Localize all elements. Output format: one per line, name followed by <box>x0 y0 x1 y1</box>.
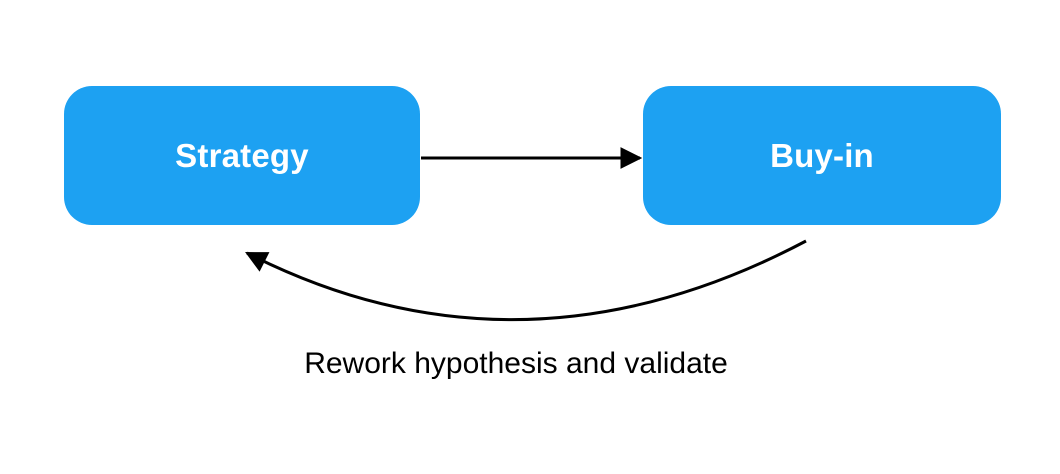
feedback-edge-label: Rework hypothesis and validate <box>304 347 728 380</box>
node-buy-in: Buy-in <box>643 86 1001 225</box>
node-strategy: Strategy <box>64 86 420 225</box>
arrow-buyin-to-strategy <box>245 239 807 322</box>
node-strategy-label: Strategy <box>175 136 309 174</box>
node-buy-in-label: Buy-in <box>770 136 874 174</box>
